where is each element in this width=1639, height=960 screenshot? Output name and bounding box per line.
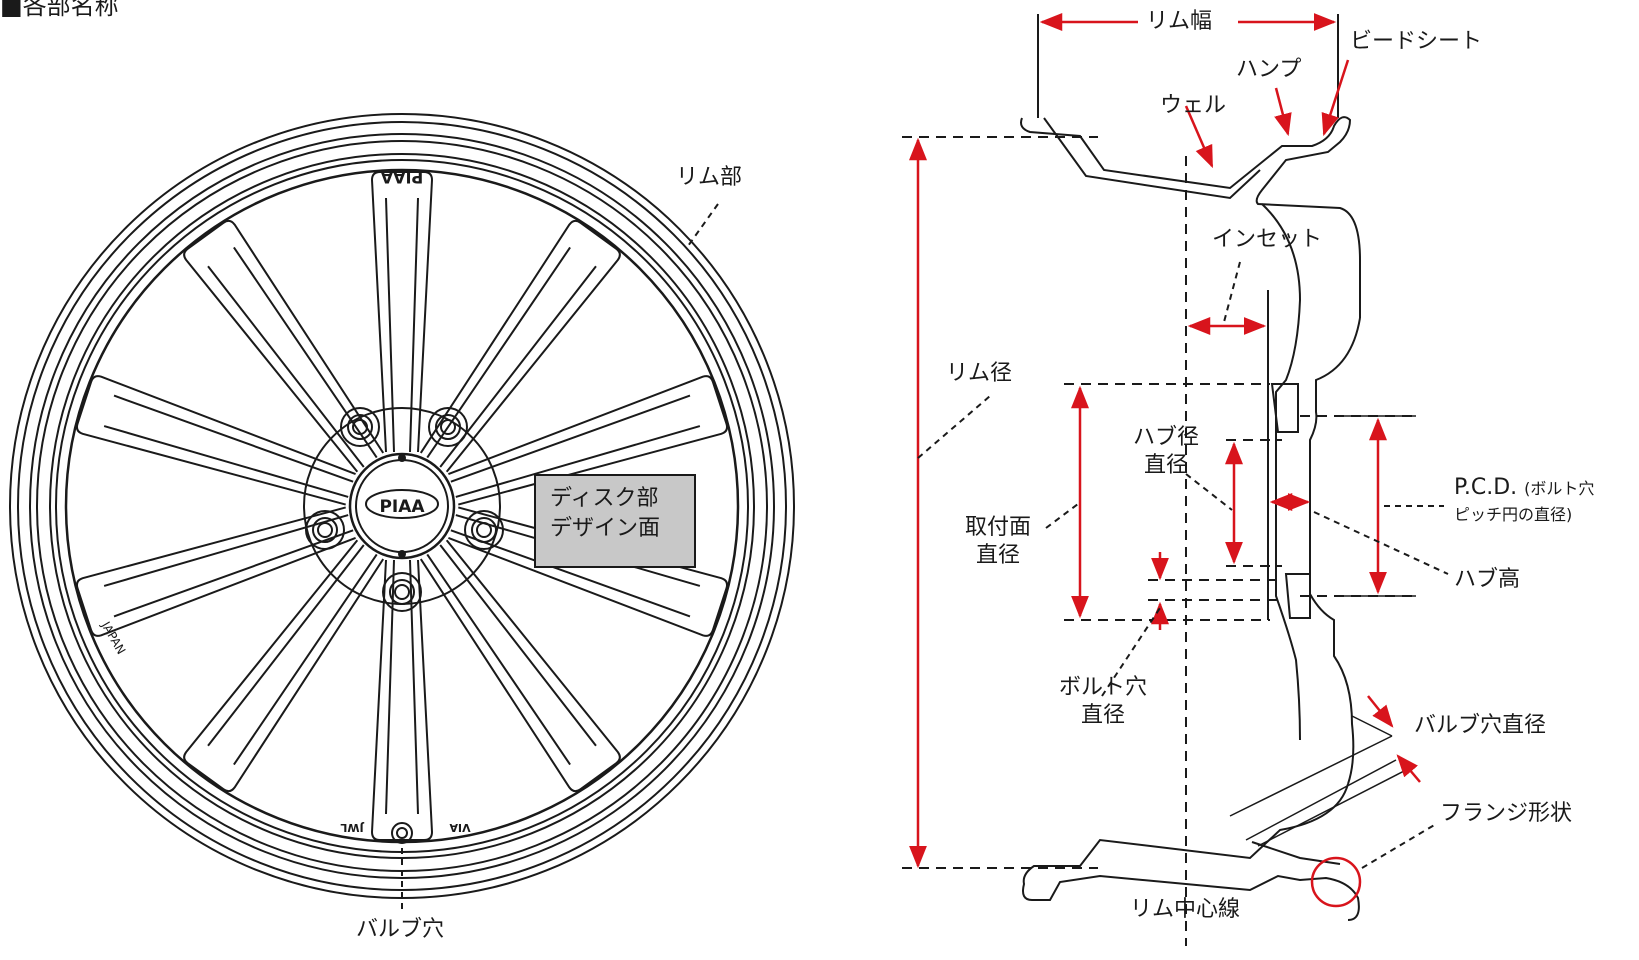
pcd-note-2: ピッチ円の直径) xyxy=(1454,505,1573,524)
bolt-hole-label: ボルト穴 直径 xyxy=(1048,674,1158,730)
rim-diameter-label: リム径 xyxy=(946,361,1013,386)
pcd-label: P.C.D. (ボルト穴 xyxy=(1454,474,1594,502)
hump-arrow xyxy=(1274,87,1292,137)
bolt-hole-line-1: ボルト穴 xyxy=(1058,675,1147,700)
center-cap-logo: PIAA xyxy=(379,497,425,517)
valve-hole-label: バルブ穴 xyxy=(356,917,445,942)
rim-part-label: リム部 xyxy=(676,165,743,190)
pcd-text: P.C.D. xyxy=(1454,475,1518,500)
hump-label: ハンプ xyxy=(1236,57,1302,82)
page-title: ■各部名称 xyxy=(0,0,119,20)
mount-face-label: 取付面 直径 xyxy=(954,514,1042,570)
wheel-brand-top: PIAA xyxy=(380,168,423,187)
disc-design-line-1: ディスク部 xyxy=(550,486,659,511)
hub-height-label: ハブ高 xyxy=(1454,567,1521,592)
inset-label: インセット xyxy=(1212,227,1323,252)
mount-face-line-1: 取付面 xyxy=(964,515,1031,540)
rim-cross-section xyxy=(1020,14,1361,921)
bead-seat-arrow xyxy=(1321,59,1350,137)
disc-design-line-2: デザイン面 xyxy=(550,516,661,541)
hub-diameter-line-1: ハブ径 xyxy=(1132,425,1199,450)
wheel-front-view xyxy=(9,113,795,899)
disc-design-box: ディスク部 デザイン面 xyxy=(534,474,696,568)
rim-part-leader xyxy=(687,203,719,247)
well-label: ウェル xyxy=(1160,93,1227,118)
hub-diameter-label: ハブ径 直径 xyxy=(1124,424,1208,480)
jwl-mark: JWL xyxy=(340,821,364,834)
hub-diameter-line-2: 直径 xyxy=(1143,453,1188,478)
valve-stem xyxy=(391,822,413,844)
flange-circle xyxy=(1310,856,1362,908)
mount-face-line-2: 直径 xyxy=(975,543,1020,568)
via-mark: VIA xyxy=(449,821,471,834)
spokes xyxy=(75,171,729,841)
bead-seat-label: ビードシート xyxy=(1350,29,1483,54)
lug-nuts xyxy=(305,407,504,612)
well-arrow xyxy=(1184,105,1214,169)
wheel-country-mark: JAPAN xyxy=(98,618,128,656)
rim-width-label: リム幅 xyxy=(1146,9,1213,34)
bolt-hole-line-2: 直径 xyxy=(1080,703,1125,728)
pcd-note-1: (ボルト穴 xyxy=(1524,479,1595,498)
rim-center-line-label: リム中心線 xyxy=(1130,897,1241,922)
flange-shape-label: フランジ形状 xyxy=(1440,801,1573,826)
valve-hole-diameter-label: バルブ穴直径 xyxy=(1414,713,1547,738)
